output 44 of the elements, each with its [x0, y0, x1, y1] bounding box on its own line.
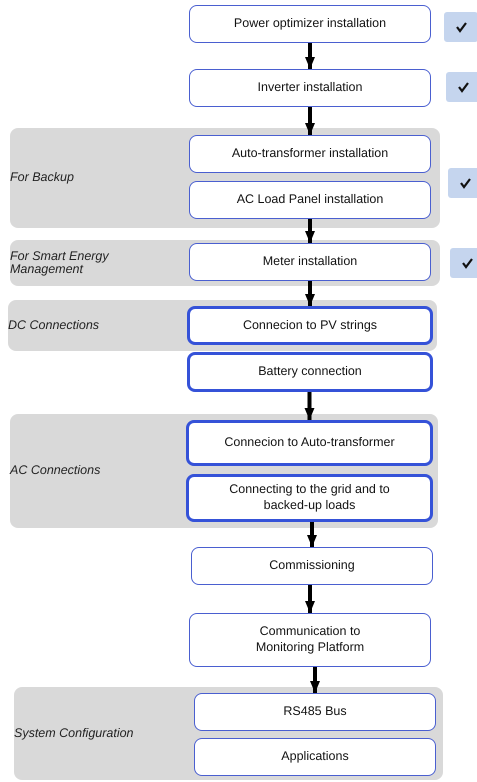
arrow — [305, 43, 315, 69]
process-box — [186, 474, 433, 522]
group-label: AC Connections — [10, 464, 100, 478]
process-box — [187, 306, 433, 345]
step-label: Auto-transformer installation — [232, 146, 388, 162]
step-label: Power optimizer installation — [234, 16, 386, 32]
step-label: Connecion to Auto-transformer — [224, 435, 395, 451]
process-box — [191, 547, 433, 585]
arrow — [305, 281, 315, 306]
process-box — [194, 738, 436, 776]
step-label: Battery connection — [258, 364, 362, 380]
arrow — [310, 667, 320, 693]
arrow — [305, 585, 315, 613]
step-label: Applications — [281, 749, 349, 765]
process-box — [194, 693, 436, 731]
step-label: Communication to Monitoring Platform — [254, 624, 366, 656]
group-label: For Backup — [10, 171, 74, 185]
step-label: Inverter installation — [258, 80, 362, 96]
group-band — [14, 687, 443, 780]
group-band — [10, 240, 440, 286]
group-label: DC Connections — [8, 318, 100, 332]
step-label: Commissioning — [269, 558, 355, 574]
group-label: System Configuration — [14, 726, 134, 740]
process-box — [186, 420, 433, 466]
step-label: Connecion to PV strings — [242, 318, 378, 334]
step-label: AC Load Panel installation — [236, 192, 384, 208]
process-box — [189, 69, 431, 107]
process-box — [189, 243, 431, 281]
process-box — [189, 181, 431, 219]
arrow — [307, 522, 317, 547]
step-label: RS485 Bus — [283, 704, 347, 720]
process-box — [187, 352, 433, 392]
arrow — [305, 107, 315, 135]
step-label: Meter installation — [262, 254, 358, 270]
arrow — [304, 392, 314, 420]
process-box — [189, 613, 431, 667]
process-box — [189, 135, 431, 173]
group-band — [10, 128, 440, 228]
arrow — [305, 219, 315, 243]
group-label: For Smart Energy Management — [10, 250, 110, 276]
group-band — [8, 300, 437, 351]
step-label: Connecting to the grid and to backed-up loads — [228, 482, 391, 514]
process-box — [189, 5, 431, 43]
group-band — [10, 414, 438, 528]
